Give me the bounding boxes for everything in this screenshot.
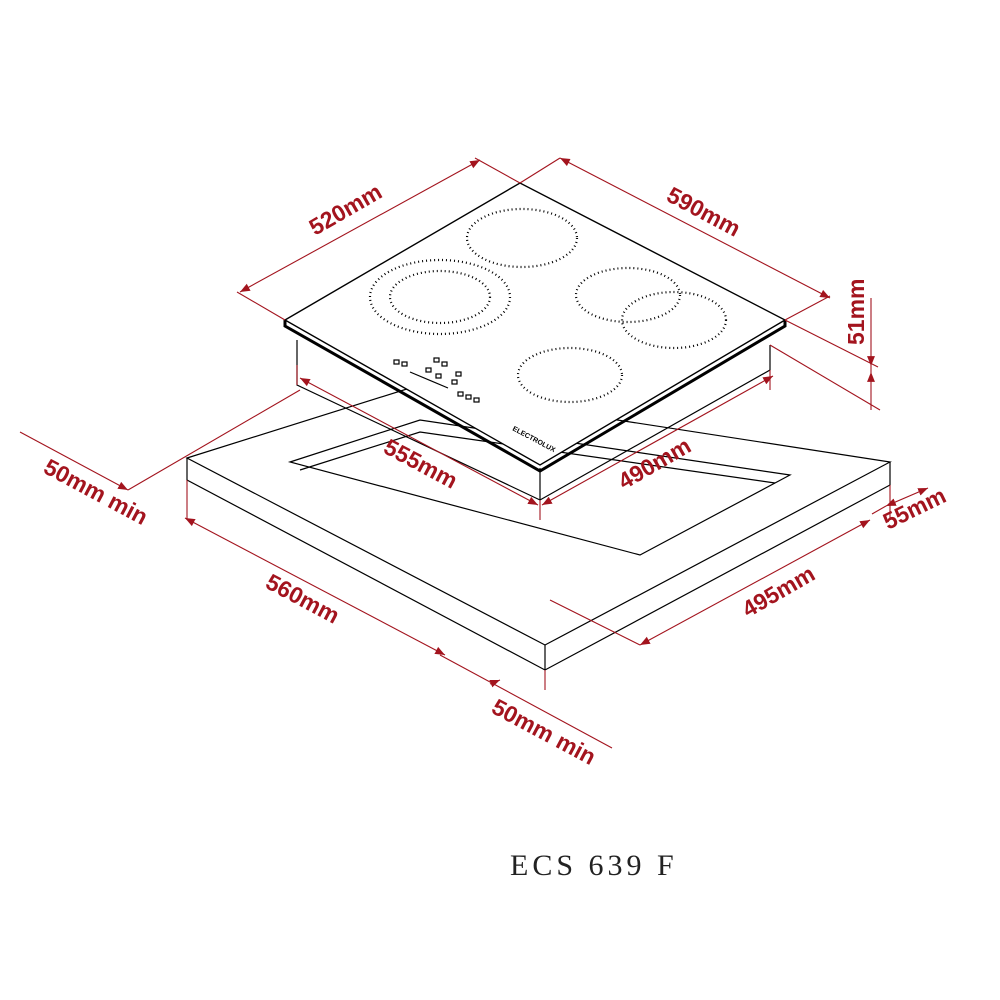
zone-front-right xyxy=(516,346,624,404)
label-hob-height: 51mm xyxy=(843,279,869,345)
dimension-lines xyxy=(19,157,929,749)
label-cutout-depth: 490mm xyxy=(614,432,696,494)
label-worktop-width: 560mm xyxy=(262,568,344,628)
label-clearance-left: 50mm min xyxy=(40,453,153,529)
model-name: ECS 639 F xyxy=(510,849,678,882)
label-clearance-front: 50mm min xyxy=(488,693,601,769)
zone-front-left-inner xyxy=(388,269,492,325)
label-hob-depth: 520mm xyxy=(305,178,387,240)
zone-front-left-outer xyxy=(368,258,512,336)
